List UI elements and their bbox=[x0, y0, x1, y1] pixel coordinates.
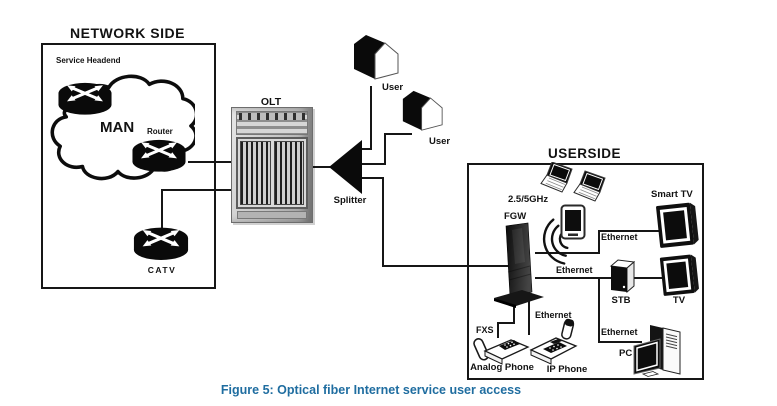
tv-label: TV bbox=[672, 295, 686, 306]
ip-phone-label: IP Phone bbox=[546, 364, 588, 375]
link-catv-olt bbox=[161, 189, 234, 233]
fxs-label: FXS bbox=[476, 325, 494, 335]
network-side-box bbox=[41, 43, 216, 289]
splitter-icon bbox=[329, 140, 362, 194]
service-headend-router-icon bbox=[58, 82, 112, 115]
userside-title: USERSIDE bbox=[547, 146, 622, 161]
olt-cable-tray bbox=[236, 111, 308, 135]
pc-label: PC bbox=[619, 348, 633, 359]
olt-chassis bbox=[231, 107, 313, 223]
userside-box bbox=[467, 163, 704, 380]
man-label: MAN bbox=[100, 119, 135, 136]
tv-screen bbox=[666, 261, 689, 290]
laptop-1 bbox=[540, 162, 573, 193]
user-house-2-icon bbox=[402, 90, 443, 131]
user-house-1-icon bbox=[354, 35, 399, 80]
catv-icon bbox=[133, 227, 189, 260]
olt-label: OLT bbox=[260, 96, 282, 108]
tv-screen bbox=[663, 210, 687, 241]
wifi-band-label: 2.5/5GHz bbox=[508, 194, 549, 205]
phone-display bbox=[550, 339, 562, 344]
laptops-icon bbox=[540, 162, 606, 202]
tv-icon bbox=[659, 254, 699, 296]
smart-tv-label: Smart TV bbox=[651, 189, 693, 200]
stb-label: STB bbox=[611, 295, 631, 306]
network-side-title: NETWORK SIDE bbox=[70, 25, 185, 41]
laptop-2 bbox=[573, 170, 606, 202]
olt-line-cards-right bbox=[273, 141, 304, 205]
catv-label: CATV bbox=[147, 265, 177, 275]
olt-card-cage bbox=[236, 137, 308, 209]
pc-monitor bbox=[633, 338, 661, 375]
phone-keypad bbox=[543, 342, 567, 353]
link-fgw-smarttv bbox=[535, 230, 660, 254]
ethernet-label-smarttv: Ethernet bbox=[601, 232, 638, 242]
smartphone-icon bbox=[560, 204, 586, 240]
router-x-arrows bbox=[72, 86, 98, 100]
service-headend-label: Service Headend bbox=[56, 56, 121, 65]
link-fgw-analogphone bbox=[497, 299, 515, 338]
user1-label: User bbox=[382, 82, 404, 93]
stb-icon bbox=[609, 259, 635, 294]
phone-handset bbox=[473, 338, 490, 361]
router-x-arrows bbox=[147, 231, 175, 245]
pc-icon bbox=[633, 325, 681, 377]
ethernet-label-ipphone: Ethernet bbox=[535, 310, 572, 320]
fgw-body bbox=[505, 222, 533, 297]
ethernet-label-pc: Ethernet bbox=[601, 327, 638, 337]
user2-label: User bbox=[429, 136, 451, 147]
fgw-stand bbox=[494, 290, 544, 306]
olt-base bbox=[237, 211, 307, 219]
link-splitter-fgw bbox=[361, 177, 508, 267]
link-splitter-user2 bbox=[361, 133, 412, 165]
link-splitter-user1 bbox=[361, 86, 372, 150]
fgw-device-icon bbox=[494, 222, 544, 308]
ip-phone-icon bbox=[529, 318, 578, 365]
fgw-label: FGW bbox=[504, 211, 527, 222]
smartphone-screen bbox=[565, 210, 581, 231]
olt-line-cards-left bbox=[240, 141, 271, 205]
router-label: Router bbox=[147, 127, 173, 136]
analog-phone-label: Analog Phone bbox=[470, 362, 534, 373]
link-fgw-pc bbox=[598, 278, 642, 343]
analog-phone-icon bbox=[473, 338, 530, 365]
router-icon bbox=[132, 139, 186, 172]
smart-tv-icon bbox=[656, 202, 699, 248]
router-x-arrows bbox=[146, 143, 172, 157]
phone-keypad bbox=[499, 340, 520, 350]
figure-caption: Figure 5: Optical fiber Internet service… bbox=[220, 383, 522, 397]
ethernet-label-stb: Ethernet bbox=[556, 265, 593, 275]
splitter-label: Splitter bbox=[333, 195, 367, 206]
